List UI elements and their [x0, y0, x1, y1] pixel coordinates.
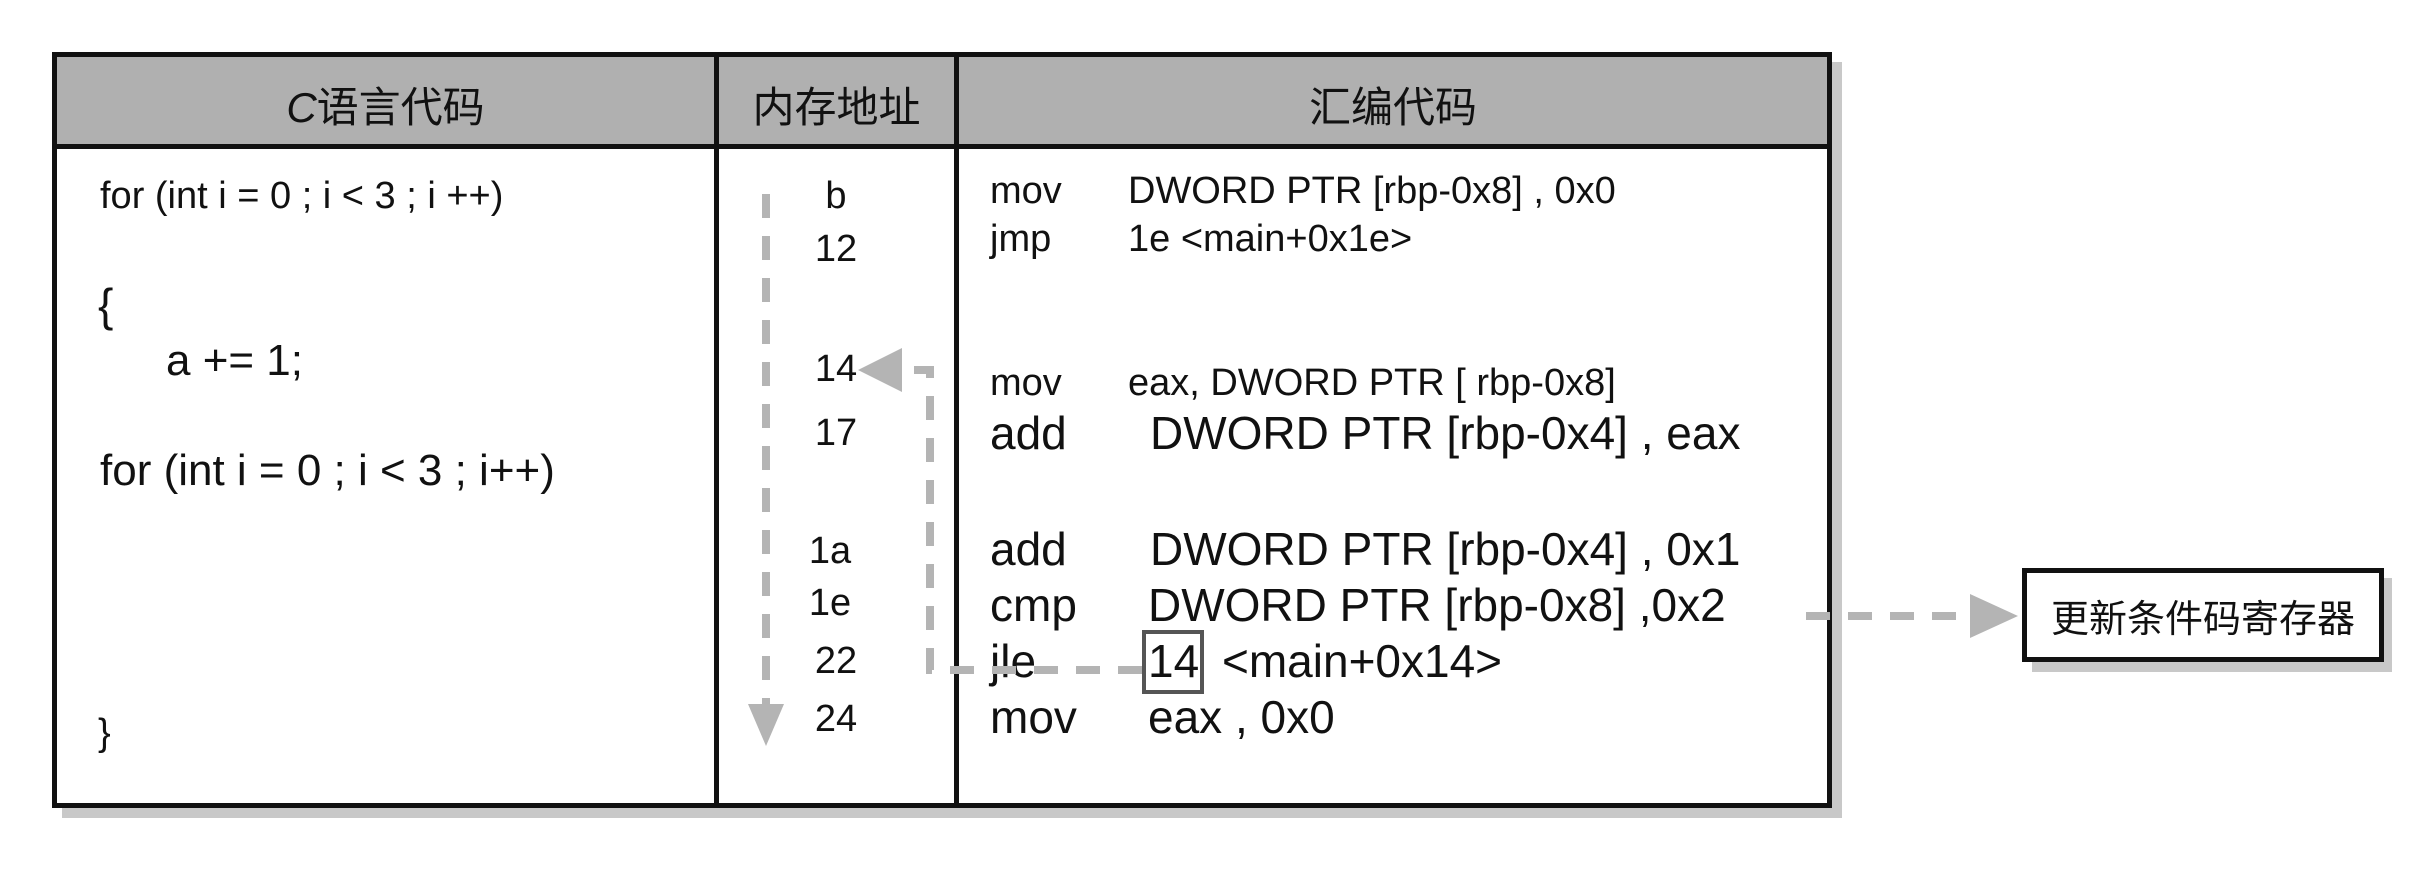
asm-op-7: mov — [990, 691, 1077, 743]
header-c-suffix: 语言代码 — [316, 83, 485, 132]
header-assembly: 汇编代码 — [1308, 83, 1477, 132]
address-24: 24 — [814, 698, 858, 740]
asm-args-4: DWORD PTR [rbp-0x4] , 0x1 — [1150, 523, 1741, 575]
asm-args-1: 1e <main+0x1e> — [1128, 218, 1413, 260]
address-1a: 1a — [808, 530, 852, 572]
jump-back-line — [896, 366, 1142, 674]
asm-op-1: jmp — [990, 218, 1052, 260]
condition-register-callout: 更新条件码寄存器 — [2022, 568, 2384, 662]
table-header-row — [57, 57, 1827, 149]
c-line-body: a += 1; — [166, 336, 304, 385]
cmp-to-callout-arrowhead-icon — [1970, 594, 2018, 638]
header-c-prefix: C — [286, 84, 317, 131]
asm-op-3: add — [990, 407, 1067, 459]
asm-op-2: mov — [990, 362, 1062, 404]
jump-back-arrowhead-icon — [858, 348, 902, 392]
asm-args-7: eax , 0x0 — [1148, 691, 1335, 743]
address-1e: 1e — [808, 582, 852, 624]
address-12: 12 — [814, 228, 858, 270]
column-divider-1 — [714, 52, 719, 808]
jump-target-box — [1142, 630, 1204, 694]
address-17: 17 — [814, 412, 858, 454]
c-line-close-brace: } — [98, 712, 111, 754]
header-c-code: C语言代码 — [57, 74, 714, 135]
code-table — [52, 52, 1832, 808]
address-14: 14 — [814, 348, 858, 390]
asm-args-6: <main+0x14> — [1222, 635, 1503, 687]
asm-op-5: cmp — [990, 579, 1077, 631]
asm-args-2: eax, DWORD PTR [ rbp-0x8] — [1128, 362, 1616, 404]
asm-jump-target: 14 — [1148, 635, 1200, 687]
c-line-open-brace: { — [98, 279, 114, 331]
column-divider-2 — [954, 52, 959, 808]
header-address: 内存地址 — [752, 83, 921, 132]
c-line-for-1: for (int i = 0 ; i < 3 ; i ++) — [100, 175, 504, 217]
asm-op-6: jle — [990, 635, 1037, 687]
asm-args-0: DWORD PTR [rbp-0x8] , 0x0 — [1128, 170, 1616, 212]
c-line-for-2: for (int i = 0 ; i < 3 ; i++) — [100, 446, 555, 495]
asm-args-5: DWORD PTR [rbp-0x8] ,0x2 — [1148, 579, 1726, 631]
address-22: 22 — [814, 640, 858, 682]
execution-flow-arrowhead-icon — [748, 704, 784, 746]
asm-op-4: add — [990, 523, 1067, 575]
asm-op-0: mov — [990, 170, 1062, 212]
address-b: b — [825, 175, 847, 217]
asm-args-3: DWORD PTR [rbp-0x4] , eax — [1150, 407, 1741, 459]
